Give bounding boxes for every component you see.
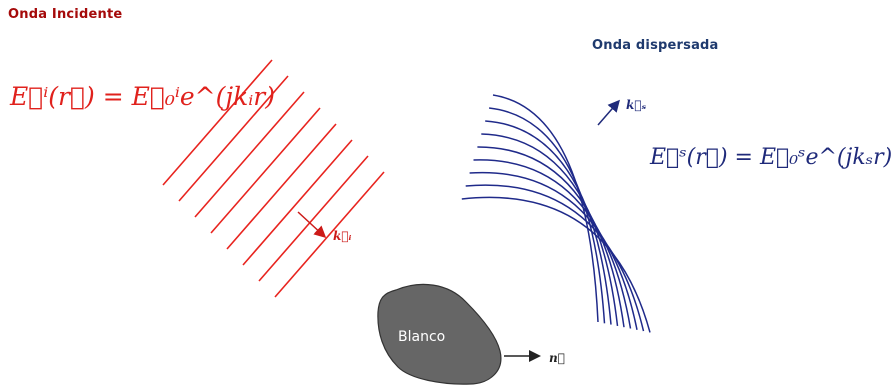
scattered-wavefront-arc: [485, 120, 612, 325]
scattered-wavefront-arc: [492, 94, 599, 323]
scattering-diagram: [162, 59, 651, 385]
incident-wavefront-line: [162, 59, 273, 186]
scattered-field-equation: E⃗ˢ(r⃗) = E⃗₀ˢe^(jkₛr): [650, 145, 892, 170]
scattered-wavefront-arc: [461, 196, 651, 333]
incident-wavefront-line: [258, 155, 369, 282]
scattered-wavefront-arc: [465, 184, 645, 332]
target-label: Blanco: [398, 329, 446, 345]
scattered-k-arrow: [597, 99, 620, 126]
scattered-wavefront-arc: [469, 171, 638, 330]
incident-k-label: k⃗ᵢ: [333, 229, 352, 243]
scattered-wavefronts: [461, 94, 651, 333]
incident-wavefront-line: [210, 107, 321, 234]
scattered-wave-title: Onda dispersada: [592, 38, 719, 53]
incident-wavefronts: [162, 59, 385, 298]
incident-wavefront-line: [242, 139, 353, 266]
incident-wavefront-line: [274, 171, 385, 298]
scattered-wavefront-arc: [489, 107, 606, 324]
incident-wavefront-line: [194, 91, 305, 218]
scattered-wavefront-arc: [473, 159, 632, 329]
incident-wave-title: Onda Incidente: [8, 7, 123, 22]
scattered-wavefront-arc: [477, 146, 625, 328]
scattered-wavefront-arc: [481, 133, 619, 326]
incident-wavefront-line: [226, 123, 337, 250]
incident-k-arrow: [297, 211, 327, 239]
scattered-k-label: k⃗ₛ: [626, 98, 647, 112]
incident-field-equation: E⃗ⁱ(r⃗) = E⃗₀ⁱe^(jkᵢr): [10, 82, 276, 111]
incident-wavefront-line: [178, 75, 289, 202]
normal-label: n⃗: [549, 351, 565, 365]
target-body: [377, 283, 502, 385]
